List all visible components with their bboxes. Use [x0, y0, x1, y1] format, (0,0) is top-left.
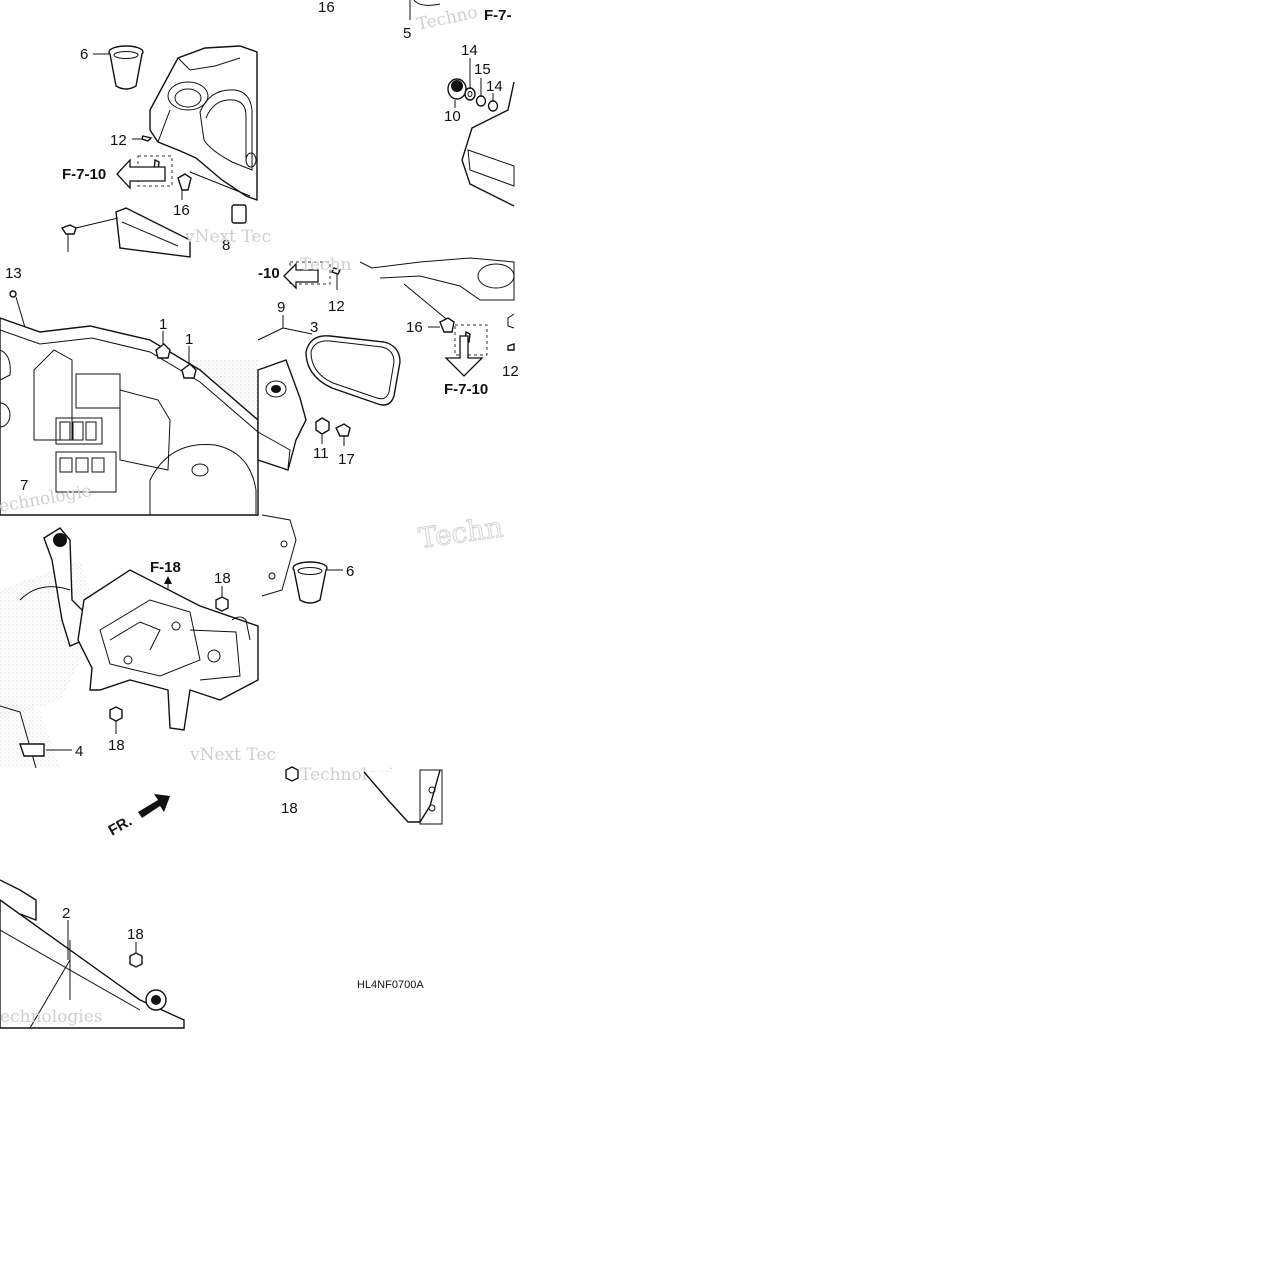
- callout-16: 16: [173, 202, 190, 219]
- front-direction-arrow-icon: [138, 794, 170, 818]
- callout-14-b: 14: [486, 78, 503, 95]
- ref-f-7-10-mid[interactable]: -10: [258, 265, 280, 282]
- watermark-text: Techno: [415, 2, 480, 34]
- callout-16-c: 16: [406, 319, 423, 336]
- upper-dash-panel: [149, 45, 258, 201]
- callout-3: 3: [310, 319, 318, 336]
- ref-f-7-10-right[interactable]: F-7-10: [444, 381, 488, 398]
- callout-17: 17: [338, 451, 355, 468]
- dash-support-frame: [0, 527, 259, 769]
- watermark-text: Techn: [300, 255, 352, 275]
- watermark-text: vNext Tec: [184, 227, 271, 247]
- callout-1: 1: [159, 316, 167, 333]
- callout-11: 11: [313, 445, 329, 462]
- callout-7: 7: [20, 477, 28, 494]
- tile-upper-dash-left: 6 12 16 F-7-10 8: [60, 45, 271, 258]
- callout-5: 5: [403, 25, 411, 42]
- callout-13: 13: [5, 265, 22, 282]
- ref-f-7-top[interactable]: F-7-: [484, 7, 512, 24]
- callout-4: 4: [75, 743, 83, 760]
- callout-18: 18: [214, 570, 231, 587]
- tile-glovebox: -10 12 Techn 16 F-7-10 12 9 3: [257, 255, 519, 471]
- watermark-text: vNext Tec: [189, 745, 276, 765]
- dashboard-panel: [0, 317, 259, 516]
- callout-1-b: 1: [185, 331, 193, 348]
- callout-15: 15: [474, 61, 491, 78]
- callout-8: 8: [222, 237, 230, 254]
- direction-fr-label: FR.: [106, 813, 135, 840]
- callout-9: 9: [277, 299, 285, 316]
- tile-bottom: FR. 18 Technologies 2 18 echnologies HL4…: [0, 765, 443, 1029]
- frame-crossmember: [0, 879, 185, 1029]
- tile-dash-assembly: 13 1 1 7 echnologie: [0, 265, 259, 517]
- cup-holder-part-right: [292, 561, 328, 604]
- callout-18-b: 18: [108, 737, 125, 754]
- callout-16-top: 16: [318, 0, 335, 16]
- watermark-text: echnologies: [0, 1007, 103, 1027]
- callout-14: 14: [461, 42, 478, 59]
- callout-10: 10: [444, 108, 461, 125]
- callout-18-c: 18: [281, 800, 298, 817]
- ref-f-18[interactable]: F-18: [150, 559, 181, 576]
- callout-12-b: 12: [328, 298, 345, 315]
- cup-holder-part: [108, 45, 144, 90]
- tile-cup-right: 6 Techn: [261, 510, 505, 604]
- callout-12: 12: [110, 132, 127, 149]
- callout-6-b: 6: [346, 563, 354, 580]
- callout-2: 2: [62, 905, 70, 922]
- glovebox-lid: [257, 359, 307, 471]
- tile-dash-frame: F-18 18 18 4 vNext Tec: [0, 527, 276, 769]
- watermark-text: Techn: [416, 510, 505, 554]
- ref-f-7-10-left[interactable]: F-7-10: [62, 166, 106, 183]
- callout-18-d: 18: [127, 926, 144, 943]
- callout-12-c: 12: [502, 363, 519, 380]
- drawing-code: HL4NF0700A: [357, 979, 424, 991]
- ref-arrow-left: [116, 158, 166, 190]
- tile-upper-right: 16 5 Techno F-7- 10 14 15 14: [318, 0, 515, 207]
- callout-6: 6: [80, 46, 88, 63]
